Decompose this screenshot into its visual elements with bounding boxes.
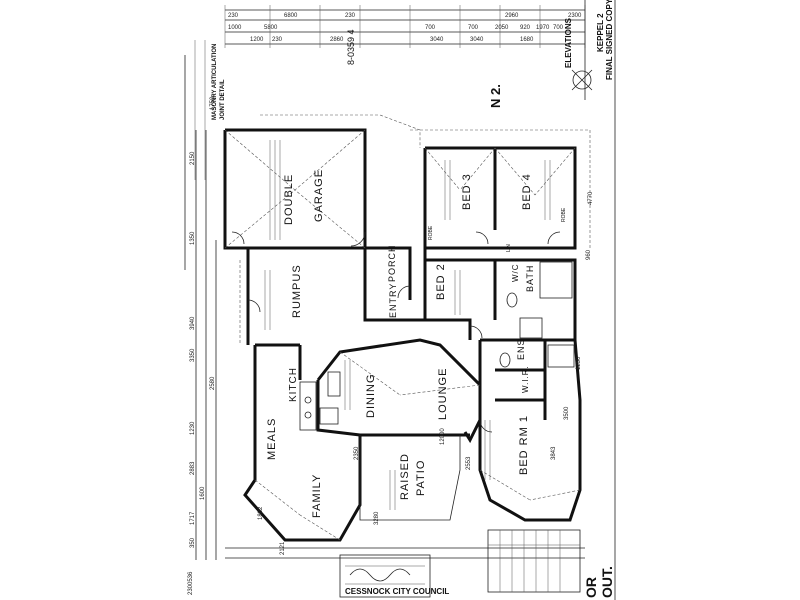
title-out: OUT. — [599, 566, 615, 598]
room-robe-bed2: ROBE — [428, 225, 434, 240]
dim-bottom-7: 3843 — [551, 446, 557, 460]
final-signed-label: FINAL SIGNED COPY — [605, 0, 614, 80]
dim-bottom-6: 2553 — [466, 456, 472, 470]
dim-left-2: 1350 — [190, 231, 196, 245]
dim-top-4: 5800 — [264, 25, 278, 31]
council-stamp: CESSNOCK CITY COUNCIL — [339, 554, 449, 598]
dim-left-11: 350 — [190, 537, 196, 548]
joint-title-2: JOINT DETAIL — [220, 79, 226, 120]
north-label: N 2. — [488, 84, 503, 108]
joint-title-1: MASONRY ARTICULATION — [212, 44, 218, 120]
room-dining: DINING — [365, 374, 377, 419]
dim-bottom-9: 1250 — [576, 356, 582, 370]
dim-top-12: 2960 — [505, 13, 519, 19]
dim-bottom-5: 2350 — [354, 446, 360, 460]
room-rumpus: RUMPUS — [291, 264, 303, 318]
masonry-joint-note: MASONRY ARTICULATION JOINT DETAIL — [212, 44, 226, 120]
dim-bottom-1: 2121 — [280, 541, 286, 555]
room-bed2: BED 2 — [435, 263, 447, 300]
room-kitch: KITCH — [288, 367, 299, 402]
room-lounge: LOUNGE — [437, 368, 449, 420]
approval-stamp-number: 8-0359 4 — [346, 29, 356, 65]
room-robe-bed4: ROBE — [561, 207, 567, 222]
window-schedule-table — [487, 529, 581, 593]
keppel-label: KEPPEL 2 — [596, 13, 605, 52]
dim-top-8: 2860 — [330, 37, 344, 43]
bathroom-fixtures — [499, 261, 575, 368]
spec-notes — [264, 140, 551, 510]
dim-top-16: 700 — [553, 25, 564, 31]
door-swings — [231, 231, 561, 433]
room-patio: PATIO — [415, 460, 427, 496]
dim-left-5: 3350 — [190, 348, 196, 362]
roof-hip-lines — [224, 114, 591, 541]
room-porch: PORCH — [387, 244, 397, 282]
top-dimension-strip: 230 6800 230 5800 1200 230 1000 2860 700… — [224, 5, 586, 48]
dim-left-6: 2580 — [210, 376, 216, 390]
dim-bottom-8: 3500 — [564, 406, 570, 420]
dim-top-3: 230 — [345, 13, 356, 19]
council-name: CESSNOCK CITY COUNCIL — [345, 587, 449, 596]
room-entry: ENTRY — [388, 283, 398, 318]
left-dimension-strip: 2150 1350 1750 3940 3350 2580 1230 2883 … — [190, 96, 217, 560]
dim-bottom-11: 960 — [586, 249, 592, 260]
bottom-dimension-strip: 2121 1882 3280 12000 2350 2553 3843 3500… — [225, 191, 594, 559]
dim-top-14: 920 — [520, 25, 531, 31]
dim-top-13: 2050 — [495, 25, 509, 31]
dim-top-6: 230 — [272, 37, 283, 43]
room-double: DOUBLE — [283, 174, 295, 225]
elevations-label: ELEVATIONS — [564, 17, 573, 68]
room-bed4: BED 4 — [521, 173, 533, 210]
dim-bottom-4: 12000 — [440, 428, 446, 445]
room-labels: DOUBLE GARAGE RUMPUS PORCH ENTRY BED 2 B… — [266, 169, 567, 518]
title-or: OR — [583, 577, 599, 598]
dim-top-9: 700 — [425, 25, 436, 31]
room-raised: RAISED — [399, 453, 411, 500]
room-bed1: BED RM 1 — [518, 415, 530, 475]
room-wc: W/C — [511, 263, 520, 282]
dim-top-15: 1970 — [536, 25, 550, 31]
room-linen: LIN — [506, 244, 512, 252]
dim-top-2: 6800 — [284, 13, 298, 19]
dim-top-10: 3040 — [430, 37, 444, 43]
room-bed3: BED 3 — [461, 173, 473, 210]
dim-top-17: 1680 — [520, 37, 534, 43]
dim-left-10: 1717 — [190, 511, 196, 525]
dim-bottom-2: 1882 — [258, 506, 264, 520]
sheet-code: 2300536 — [188, 571, 194, 595]
north-arrow — [571, 69, 593, 91]
dim-top-11: 700 — [468, 25, 479, 31]
dim-top-18: 3040 — [470, 37, 484, 43]
dim-bottom-3: 3280 — [374, 511, 380, 525]
dim-top-19: 2300 — [568, 13, 582, 19]
room-wir: W.I.R. — [521, 365, 530, 393]
dim-left-8: 2883 — [190, 461, 196, 475]
dim-bottom-10: 4770 — [588, 191, 594, 205]
kitchen-fixtures — [299, 371, 341, 431]
dim-left-1: 2150 — [190, 151, 196, 165]
room-bath: BATH — [525, 265, 535, 292]
dim-left-4: 3940 — [190, 316, 196, 330]
room-family: FAMILY — [311, 474, 323, 518]
dim-top-1: 230 — [228, 13, 239, 19]
plan-walls — [223, 128, 582, 542]
dim-top-5: 1200 — [250, 37, 264, 43]
dim-left-9: 1600 — [200, 486, 206, 500]
room-meals: MEALS — [266, 418, 278, 460]
dim-left-3: 1750 — [210, 96, 216, 110]
dim-top-7: 1000 — [228, 25, 242, 31]
room-garage: GARAGE — [313, 169, 325, 222]
dim-left-7: 1230 — [190, 421, 196, 435]
room-ens: ENS — [516, 338, 526, 360]
